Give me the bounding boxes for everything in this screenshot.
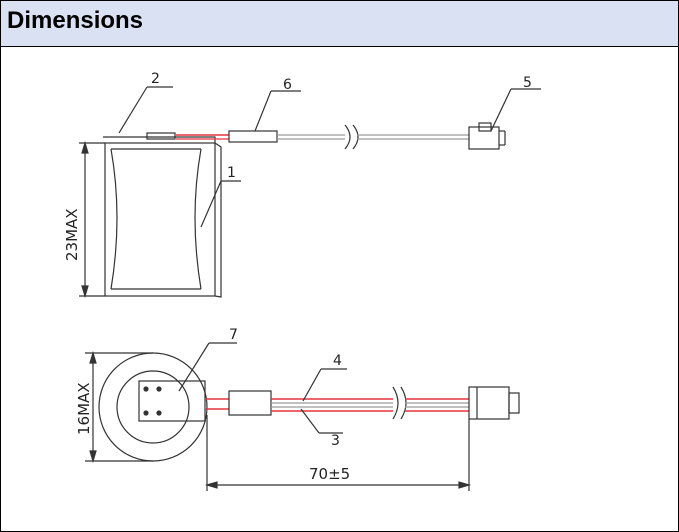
diameter-dimension: 16MAX xyxy=(75,382,93,435)
battery-curve-left xyxy=(110,148,118,290)
connector-end xyxy=(468,386,510,420)
part-label-6: 6 xyxy=(283,77,292,93)
connector-side xyxy=(468,126,500,150)
heat-shrink-sleeve xyxy=(228,130,278,143)
part-label-2: 2 xyxy=(151,71,160,87)
dimension-drawing: 2 6 5 1 23MAX xyxy=(63,71,541,491)
part-label-3: 3 xyxy=(331,433,340,449)
battery-side-view xyxy=(79,86,541,299)
battery-end-view xyxy=(85,342,520,491)
terminal-tab xyxy=(138,380,206,422)
part-label-5: 5 xyxy=(523,75,532,91)
length-dimension: 70±5 xyxy=(309,465,350,483)
battery-body-outline xyxy=(104,142,216,297)
battery-curve-right xyxy=(194,148,202,290)
section-title: Dimensions xyxy=(7,7,144,34)
battery-end-circle xyxy=(98,352,208,462)
heat-shrink-sleeve-end xyxy=(228,390,272,416)
section-header: Dimensions xyxy=(1,1,678,47)
height-dimension: 23MAX xyxy=(63,208,81,261)
part-label-1: 1 xyxy=(227,165,236,181)
part-label-7: 7 xyxy=(229,327,238,343)
part-label-4: 4 xyxy=(333,353,342,369)
